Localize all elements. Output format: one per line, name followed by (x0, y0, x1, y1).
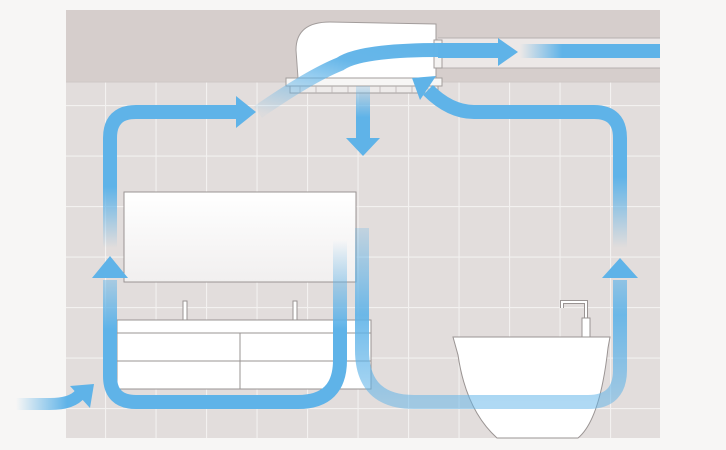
mirror-icon (123, 191, 357, 283)
left-upflow-arrow-icon (92, 240, 347, 409)
vanity-cabinet-icon (116, 319, 372, 390)
tub-faucet-icon (560, 300, 591, 338)
exhaust-arrow-icon (438, 38, 660, 66)
right-loop-arrow-icon (355, 228, 638, 409)
unit-intake-arrow-icon (254, 43, 498, 118)
intake-arrow-icon (16, 384, 94, 410)
airflow-arrows (16, 38, 660, 410)
faucet-icon (182, 300, 298, 321)
bathtub-icon (452, 336, 611, 439)
left-top-arrow-icon (103, 96, 256, 248)
right-return-arrow-icon (412, 76, 627, 248)
unit-down-arrow-icon (346, 86, 380, 156)
